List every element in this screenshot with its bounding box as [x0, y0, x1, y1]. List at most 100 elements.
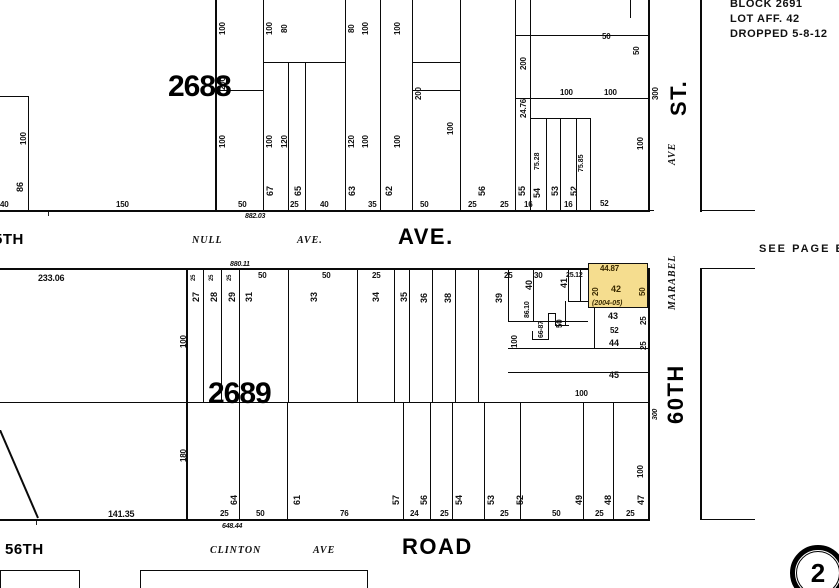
notch-line-d: [548, 313, 549, 339]
dim-2689-b76: 76: [340, 509, 349, 518]
dim-2689-2512: 25.12: [566, 272, 583, 279]
lot-2689-49: 49: [574, 494, 584, 505]
sub-7585: 75.85: [578, 154, 585, 172]
highlight-lot-number: 42: [611, 284, 622, 294]
dim-2688-100f: 100: [446, 122, 455, 135]
lot-line-2688-n: [630, 0, 631, 18]
lot-2688-63: 63: [347, 185, 357, 196]
block-2688-south-line: [0, 210, 650, 212]
dim-2689-180: 180: [179, 449, 188, 462]
dim-2689-6687: 66-87: [538, 321, 545, 338]
dim-2689-bottom-run: 648.44: [222, 523, 243, 530]
interior-line-2688-f: [515, 98, 649, 99]
lot-2689-36: 36: [419, 292, 429, 303]
script-null: NULL: [192, 235, 223, 246]
dim-2689-b50b: 50: [552, 509, 561, 518]
frontage-2688-25c: 25: [500, 200, 509, 209]
street-parcel-bottom-stub-top: [700, 268, 755, 269]
lot-line-2689-d: [239, 268, 240, 402]
frontage-2688-50b: 50: [420, 200, 429, 209]
dim-2689-b50: 50: [256, 509, 265, 518]
left-parcel-east-line: [28, 96, 29, 211]
lot-2689-38: 38: [443, 292, 453, 303]
lot-line-2689-q: [186, 402, 188, 520]
annotation-line-3: DROPPED 5-8-12: [730, 28, 828, 40]
dim-2689-b25d: 25: [595, 509, 604, 518]
lot-2689-31: 31: [244, 291, 254, 302]
street-west-edge-bottom: [700, 268, 702, 520]
lot-line-2689-g: [394, 268, 395, 402]
notch-line-a: [565, 301, 566, 325]
notch-line-b: [555, 325, 569, 326]
lot-2689-28: 28: [209, 291, 219, 302]
notch-line-f: [532, 331, 533, 340]
street-west-edge-top: [700, 0, 702, 212]
lot-line-2688-l: [560, 118, 561, 211]
lot-2689-29: 29: [227, 291, 237, 302]
interior-line-2688-g: [530, 118, 590, 119]
lot-line-2689-m: [533, 268, 534, 321]
dim-2689-25-right-b: 25: [639, 341, 648, 351]
dim-2688-d8: 200: [414, 87, 423, 100]
lot-2688-53: 53: [550, 185, 560, 196]
interior-2689-e: [508, 372, 649, 373]
lot-line-2688-d: [305, 62, 306, 211]
dim-2688-d3: 80: [280, 24, 289, 34]
lot-line-2689-i: [432, 268, 433, 402]
lot-2689-61: 61: [292, 494, 302, 505]
dim-2689-b25b: 25: [440, 509, 449, 518]
dim-2689-25b: 25: [209, 274, 215, 281]
handwritten-annotation: BLOCK 2691 LOT AFF. 42 DROPPED 5-8-12: [730, 0, 828, 42]
lot-line-2689-e: [288, 268, 289, 402]
street-label-5th: 5TH: [0, 231, 24, 248]
dim-2688-left-100: 100: [19, 132, 28, 145]
interior-2689-d: [0, 402, 650, 403]
street-parcel-bottom-stub-bot: [700, 519, 755, 520]
highlight-note: (2004-05): [592, 300, 623, 307]
interior-line-2688-a: [263, 62, 346, 63]
dim-2689-25e: 25: [504, 271, 513, 280]
see-page-note: SEE PAGE B: [759, 243, 839, 255]
dim-2689-25c: 25: [227, 274, 233, 281]
lot-2688-52: 52: [569, 185, 579, 196]
script-ave-bottom: AVE: [313, 545, 336, 556]
frontage-2688-40b: 40: [320, 200, 329, 209]
script-clinton: CLINTON: [210, 545, 262, 556]
block-2689-left-south: [0, 519, 40, 521]
dim-2689-top-run: 880.11: [230, 261, 250, 268]
street-parcel-top-stub: [700, 210, 755, 211]
highlight-top-dim: 44.87: [600, 264, 620, 273]
dim-2689-100-vert2: 100: [510, 335, 519, 348]
dim-2688-d6: 100: [393, 22, 402, 35]
dim-2689-25a: 25: [191, 274, 197, 281]
lot-line-2689-n: [568, 268, 569, 301]
lot-line-2689-s: [287, 402, 288, 520]
lot-2689-52: 52: [515, 494, 525, 505]
dim-2689-b25e: 25: [626, 509, 635, 518]
dim-2689-100-mid: 100: [575, 389, 588, 398]
lot-2689-64: 64: [229, 494, 239, 505]
bottom-parcel-left: [0, 570, 80, 588]
lot-2688-54: 54: [532, 187, 542, 198]
dim-2689-23306: 233.06: [38, 273, 65, 283]
lot-line-2689-p: [594, 301, 595, 348]
lot-2689-33: 33: [309, 291, 319, 302]
page-marker-circle: 2: [790, 545, 839, 588]
lot-2689-39: 39: [494, 292, 504, 303]
lot-2689-40: 40: [524, 279, 534, 290]
lot-line-2689-o: [580, 268, 581, 301]
frontage-2688-16: 16: [524, 200, 533, 209]
lot-line-2689-h: [409, 268, 410, 402]
dim-2688-100d: 100: [361, 135, 370, 148]
highlighted-parcel-lot-42[interactable]: [588, 263, 648, 308]
lot-line-2688-o: [590, 118, 591, 211]
lot-2689-48: 48: [603, 494, 613, 505]
lot-line-2688-m: [576, 118, 577, 211]
dim-2688-50a: 50: [632, 46, 641, 56]
lot-2689-53: 53: [486, 494, 496, 505]
notch-line-c2: [548, 313, 556, 314]
script-ave-top: AVE.: [297, 235, 323, 246]
dim-2688-200a: 200: [519, 57, 528, 70]
lot-line-2689-f: [357, 268, 358, 402]
dim-2688-100g: 100: [636, 137, 645, 150]
